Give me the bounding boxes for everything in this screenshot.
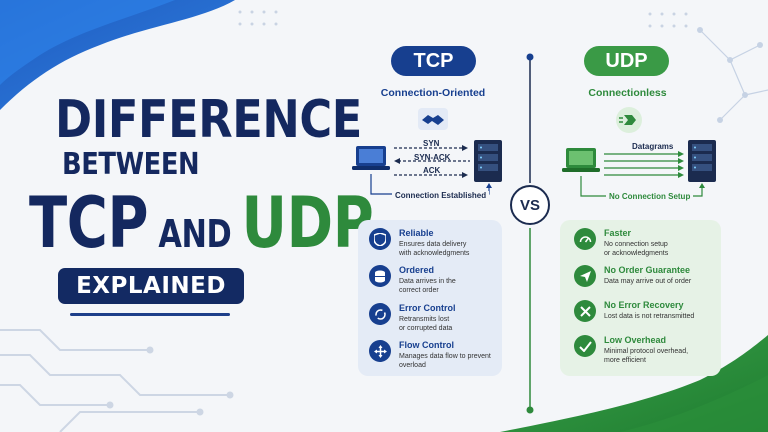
title-tcp: TCP [29,182,149,264]
title-and: AND [158,212,232,256]
tcp-ack-label: ACK [423,166,441,175]
udp-datagram-diagram [562,140,716,197]
tcp-subtitle: Connection-Oriented [380,87,486,99]
laptop-icon [352,146,390,170]
explained-badge: EXPLAINED [58,268,244,304]
tcp-syn-label: SYN [423,139,440,148]
speed-icon [616,107,642,133]
paper-plane-icon [574,265,596,287]
flow-icon [369,340,391,362]
udp-status-label: No Connection Setup [606,192,694,201]
tcp-synack-label: SYN-ACK [414,153,451,162]
laptop-icon [562,148,600,172]
database-icon [369,265,391,287]
title-udp: UDP [241,182,374,264]
title-underline [70,313,230,316]
udp-datagrams-label: Datagrams [632,142,674,151]
server-icon [474,140,502,182]
x-icon [574,300,596,322]
tcp-status-label: Connection Established [392,191,490,200]
shield-icon [369,228,391,250]
check-icon [574,335,596,357]
refresh-icon [369,303,391,325]
handshake-icon [418,108,448,130]
server-icon [688,140,716,182]
udp-subtitle: Connectionless [588,87,667,99]
vs-badge: VS [510,185,550,225]
title-difference: DIFFERENCE [55,90,362,150]
title-tcp-and-udp: TCP AND UDP [29,188,374,258]
speedometer-icon [574,228,596,250]
title-between: BETWEEN [62,147,200,182]
tcp-pill: TCP [391,46,476,76]
udp-pill: UDP [584,46,669,76]
